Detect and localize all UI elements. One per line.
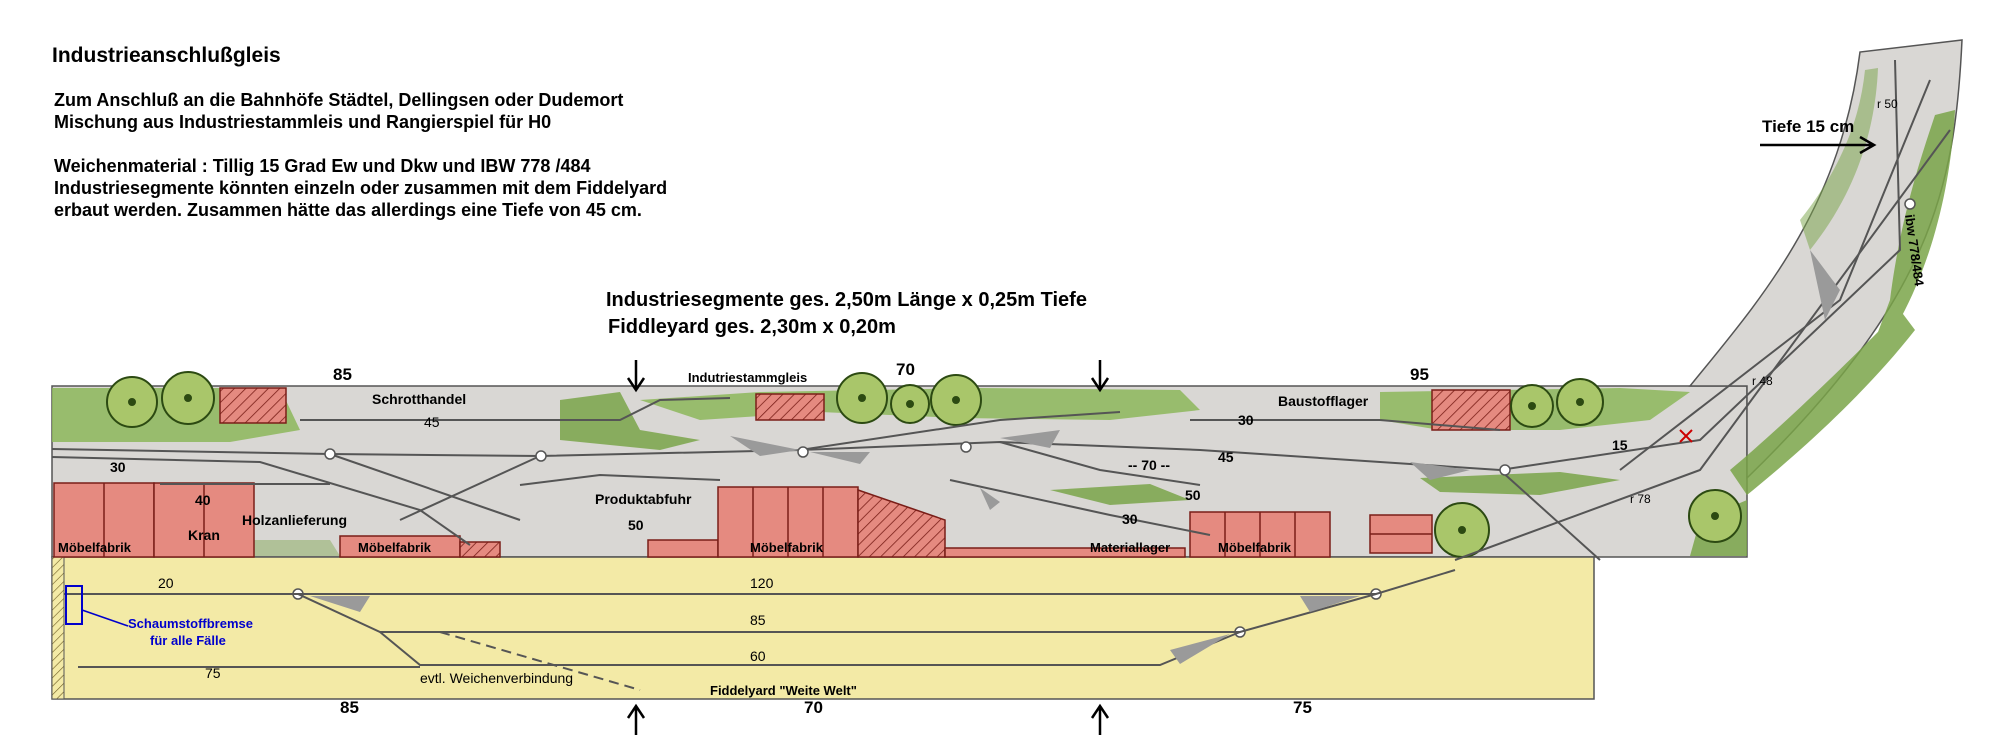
intro-line-4: Industriesegmente könnten einzeln oder z… [54,178,668,198]
track-num-40: 40 [195,492,211,508]
track-num-15: 15 [1612,437,1628,453]
segment-bottom-2: 70 [804,698,823,717]
dimensions-line-2: Fiddleyard ges. 2,30m x 0,20m [608,316,896,338]
intro-line-5: erbaut werden. Zusammen hätte das allerd… [54,200,642,220]
segment-bottom-1: 85 [340,698,359,717]
label-holzanlieferung: Holzanlieferung [242,512,347,528]
intro-line-3: Weichenmaterial : Tillig 15 Grad Ew und … [54,156,591,176]
label-schaumstoff-1: Schaumstoffbremse [128,616,253,631]
segment-top-3: 95 [1410,365,1429,384]
label-r48: r 48 [1752,374,1773,388]
label-schaumstoff-2: für alle Fälle [150,633,226,648]
fiddleyard-wall [51,556,65,700]
label-r50: r 50 [1877,97,1898,111]
track-num-f75: 75 [205,665,221,681]
segment-top-1: 85 [333,365,352,384]
track-end-marker [1679,429,1693,443]
label-stammgleis: Indutriestammgleis [688,370,807,385]
intro-line-1: Zum Anschluß an die Bahnhöfe Städtel, De… [54,90,624,110]
dimensions-line-1: Industriesegmente ges. 2,50m Länge x 0,2… [606,289,1087,311]
building-stamm [755,393,825,421]
label-moebelfabrik-2: Möbelfabrik [358,540,432,555]
fiddleyard-board [51,556,1595,700]
building-schrott [219,387,287,424]
label-materiallager: Materiallager [1090,540,1170,555]
label-moebelfabrik-1: Möbelfabrik [58,540,132,555]
switch-markers [730,250,1840,510]
track-num-30c: 30 [1122,511,1138,527]
label-moebelfabrik-3: Möbelfabrik [750,540,824,555]
track-num-30b: 30 [1238,412,1254,428]
depth-label: Tiefe 15 cm [1762,117,1855,136]
label-produktabfuhr: Produktabfuhr [595,491,692,507]
segment-arrows [626,135,1877,735]
label-baustofflager: Baustofflager [1278,393,1369,409]
building-baustoff [1431,389,1511,431]
track-num-f60: 60 [750,648,766,664]
trees [106,371,1742,558]
track-num-50a: 50 [628,517,644,533]
segment-bottom-3: 75 [1293,698,1312,717]
track-num-f120: 120 [750,575,774,591]
schaumstoff-block [65,585,83,625]
fiddleyard-switch-markers [310,596,1360,664]
fiddleyard-tracks [64,569,1456,691]
label-kran: Kran [188,527,220,543]
segment-top-2: 70 [896,360,915,379]
track-num-30a: 30 [110,459,126,475]
track-num-f85: 85 [750,612,766,628]
track-num-45a: 45 [424,414,440,430]
intro-line-2: Mischung aus Industriestammleis und Rang… [54,112,552,132]
track-num-50b: 50 [1185,487,1201,503]
label-schrotthandel: Schrotthandel [372,391,466,407]
label-moebelfabrik-4: Möbelfabrik [1218,540,1292,555]
track-num-45b: 45 [1218,449,1234,465]
label-weichenverbindung: evtl. Weichenverbindung [420,670,573,686]
label-fiddleyard: Fiddelyard "Weite Welt" [710,683,857,698]
track-num-70: -- 70 -- [1128,457,1170,473]
track-num-f20: 20 [158,575,174,591]
industry-tracks [51,59,1951,561]
buildings [53,387,1511,558]
schaumstoff-leader [81,609,129,627]
label-r78: r 78 [1630,492,1651,506]
page-title: Industrieanschlußgleis [52,44,281,67]
